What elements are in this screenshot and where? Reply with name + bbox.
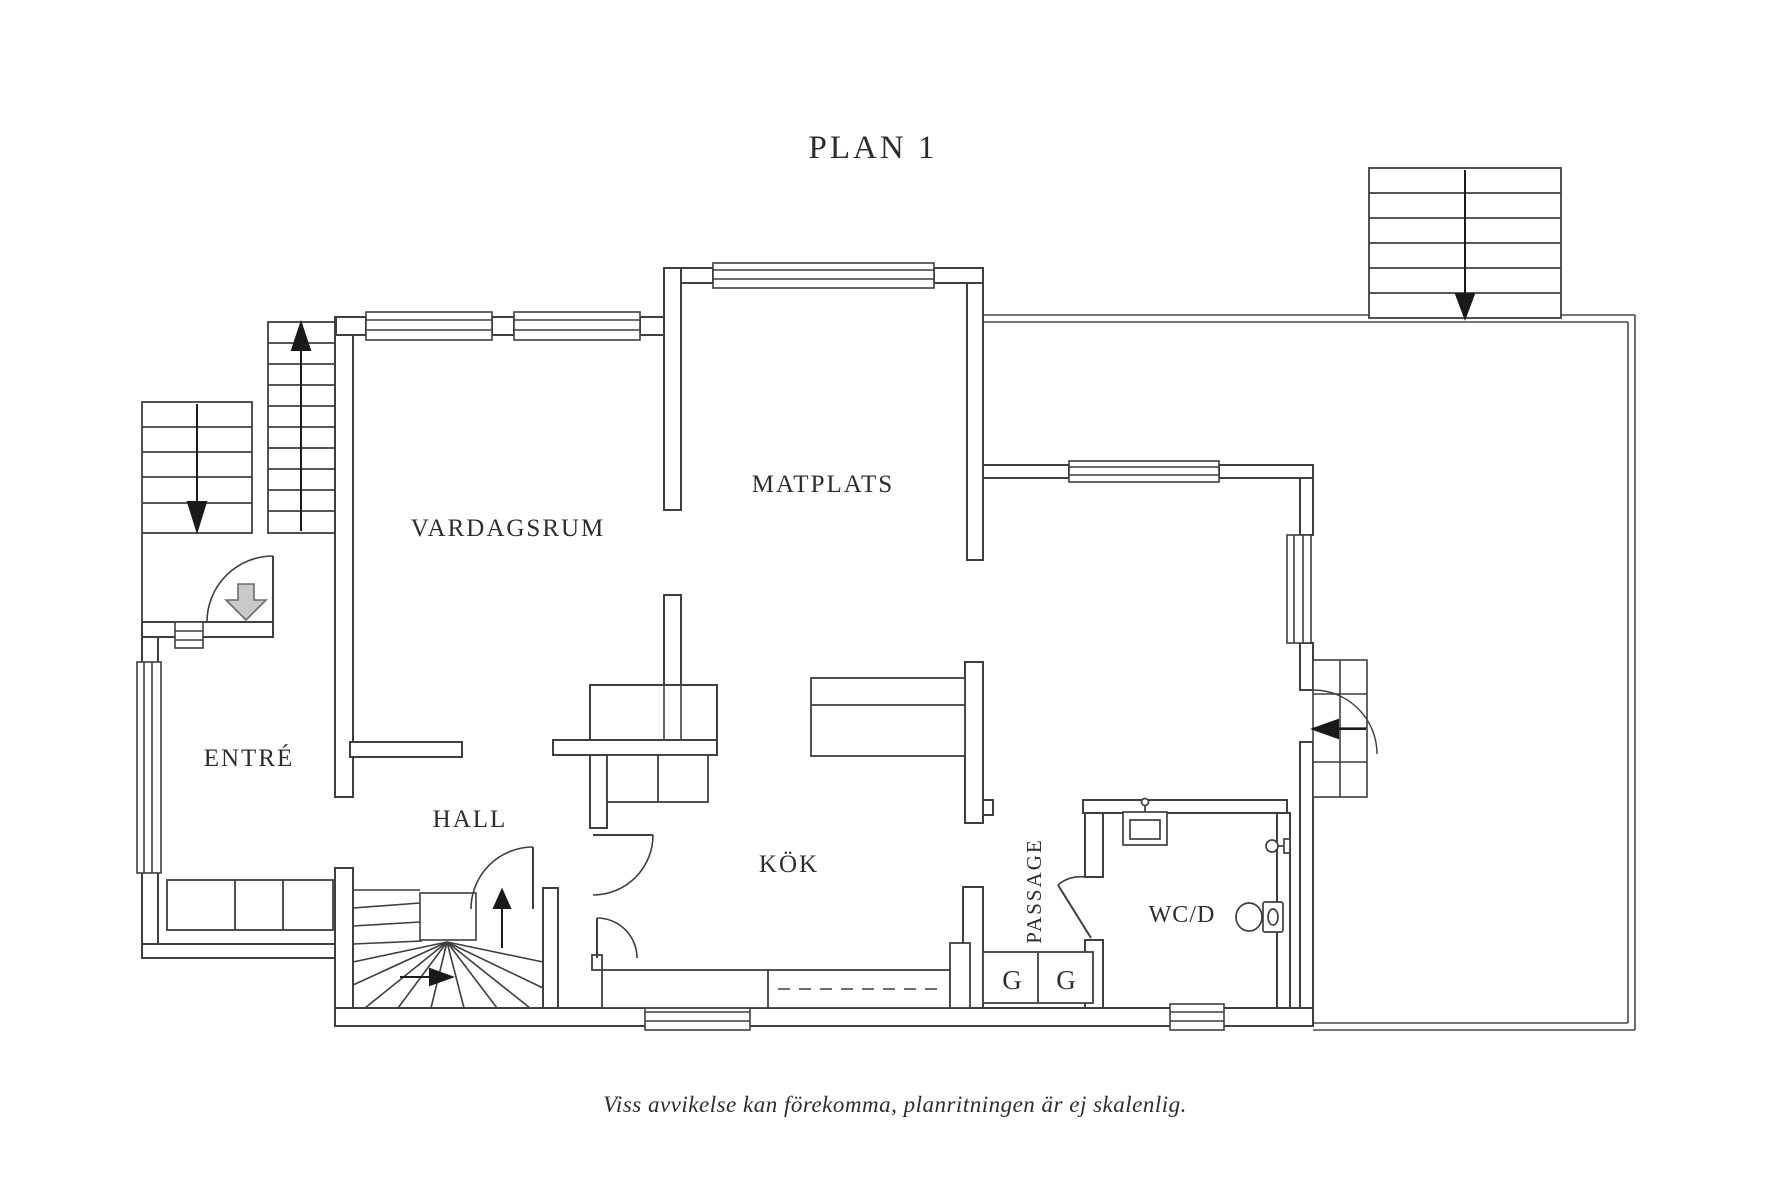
wc-fixtures bbox=[1122, 797, 1291, 933]
window-icon bbox=[174, 621, 204, 649]
window-icon bbox=[1068, 460, 1220, 483]
door-direction-arrow-icon bbox=[1310, 718, 1366, 740]
stair-down-arrow-icon bbox=[186, 404, 208, 535]
label-vardagsrum: VARDAGSRUM bbox=[411, 515, 606, 542]
window-icon bbox=[136, 661, 162, 874]
toilet-icon bbox=[1235, 901, 1284, 933]
stair-right-arrow-icon bbox=[400, 967, 455, 987]
doors bbox=[206, 555, 1092, 959]
windows bbox=[136, 262, 1312, 1031]
wall-fixture-icon bbox=[1265, 838, 1291, 854]
window-icon bbox=[1169, 1003, 1225, 1031]
terrace-door-arc bbox=[1312, 689, 1378, 755]
label-garderob-1: G bbox=[1002, 965, 1022, 995]
window-icon bbox=[513, 311, 641, 341]
room-labels: PLAN 1 VARDAGSRUM MATPLATS ENTRÉ HALL KÖ… bbox=[204, 130, 1216, 1117]
window-icon bbox=[712, 262, 935, 289]
entry-door bbox=[206, 555, 274, 623]
kitchen-fixtures bbox=[591, 677, 971, 1009]
window-icon bbox=[1286, 534, 1312, 644]
label-passage: PASSAGE bbox=[1022, 838, 1046, 943]
kitchen-door-lower bbox=[596, 917, 638, 959]
label-matplats: MATPLATS bbox=[752, 471, 894, 498]
label-wcd: WC/D bbox=[1149, 902, 1216, 928]
stair-hall-winder bbox=[352, 889, 544, 1009]
plan-caption: Viss avvikelse kan förekomma, planritnin… bbox=[603, 1092, 1187, 1117]
entry-arrow-icon bbox=[224, 583, 268, 622]
hall-door bbox=[470, 846, 534, 910]
sink-icon bbox=[1122, 797, 1168, 846]
window-icon bbox=[365, 311, 493, 341]
wardrobes bbox=[166, 879, 1094, 1004]
label-entre: ENTRÉ bbox=[204, 744, 295, 772]
stair-up-arrow-icon bbox=[290, 319, 312, 531]
kitchen-door bbox=[592, 834, 654, 896]
label-hall: HALL bbox=[433, 806, 508, 833]
stair-down-arrow-icon bbox=[1454, 170, 1476, 321]
passage-door bbox=[1057, 875, 1092, 939]
label-kok: KÖK bbox=[759, 851, 819, 878]
label-garderob-2: G bbox=[1056, 965, 1076, 995]
stair-up-arrow-icon bbox=[492, 887, 512, 948]
page-title: PLAN 1 bbox=[809, 130, 938, 166]
chimney-detail bbox=[663, 685, 682, 740]
